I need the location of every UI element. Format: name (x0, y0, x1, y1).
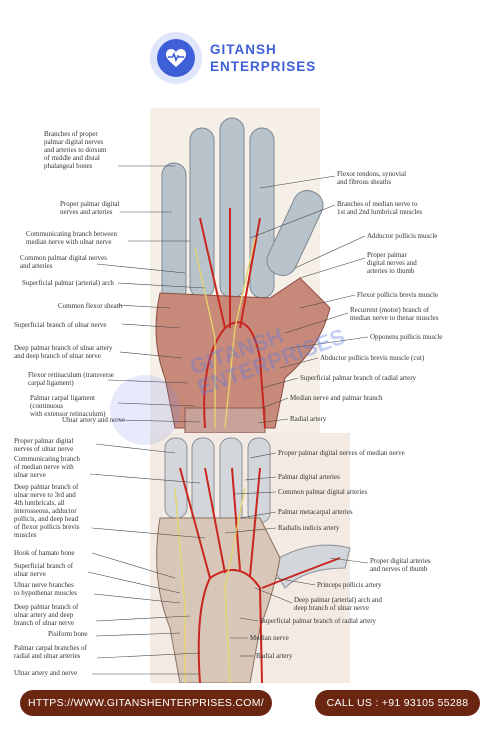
label-palmar-metacarpal: Palmar metacarpal arteries (278, 508, 353, 516)
label-recurrent-motor-branch: Recurrent (motor) branch of median nerve… (350, 306, 439, 322)
brand-name-line2: ENTERPRISES (210, 59, 317, 74)
footer-bar: HTTPS://WWW.GITANSHENTERPRISES.COM/ CALL… (0, 690, 492, 720)
brand-name-line1: GITANSH (210, 42, 277, 57)
label-flexor-tendons: Flexor tendons, synovial and fibrous she… (337, 170, 407, 186)
label-proper-palmar-ulnar: Proper palmar digital nerves of ulnar ne… (14, 437, 74, 453)
label-branches-median-lumbrical: Branches of median nerve to 1st and 2nd … (337, 200, 423, 216)
call-button[interactable]: CALL US : +91 93105 55288 (315, 690, 480, 716)
label-branches-proper-palmar: Branches of proper palmar digital nerves… (44, 130, 107, 170)
label-flexor-pollicis-brevis: Flexor pollicis brevis muscle (357, 291, 439, 299)
heartbeat-icon (157, 39, 195, 77)
label-flexor-retinaculum: Flexor retinaculum (transverse carpal li… (28, 371, 114, 387)
watermark-badge (110, 375, 180, 445)
anatomy-plates: Branches of proper palmar digital nerves… (0, 108, 492, 683)
label-superficial-palmar-radial: Superficial palmar branch of radial arte… (300, 374, 417, 382)
logo-badge (150, 32, 202, 84)
label-superficial-branch-ulnar-lower: Superficial branch of ulnar nerve (14, 562, 74, 578)
hand-illustration (87, 108, 369, 683)
label-common-flexor-sheath: Common flexor sheath (58, 302, 123, 310)
label-proper-palmar-thumb: Proper palmar digital nerves and arterie… (367, 251, 417, 275)
label-superficial-branch-ulnar: Superficial branch of ulnar nerve (14, 321, 107, 329)
label-ulnar-artery-nerve-lower: Ulnar artery and nerve (14, 669, 78, 677)
label-proper-palmar-digital: Proper palmar digital nerves and arterie… (60, 200, 120, 216)
label-palmar-carpal-branches: Palmar carpal branches of radial and uln… (14, 644, 87, 660)
label-radial-artery-upper: Radial artery (290, 415, 327, 423)
label-common-palmar-digital-arteries: Common palmar digital arteries (278, 488, 368, 496)
label-radial-artery-lower: Radial artery (256, 652, 293, 660)
label-communicating-branch: Communicating branch between median nerv… (26, 230, 117, 246)
lower-hand-drawing (150, 433, 351, 683)
label-ulnar-artery-nerve-upper: Ulnar artery and nerve (62, 416, 126, 424)
label-deep-palmar-arch: Deep palmar (arterial) arch and deep bra… (294, 596, 382, 612)
upper-hand-drawing (150, 108, 331, 434)
brand-logo: GITANSH ENTERPRISES (150, 30, 340, 86)
label-median-nerve-lower: Median nerve (250, 634, 289, 642)
label-proper-digital-thumb: Proper digital arteries and nerves of th… (370, 557, 431, 573)
label-hook-of-hamate: Hook of hamate bone (14, 549, 75, 557)
label-superficial-palmar-radial-lower: Superficial palmar branch of radial arte… (260, 617, 377, 625)
label-opponens-pollicis: Opponens pollicis muscle (370, 333, 443, 341)
label-ulnar-hypothenar: Ulnar nerve branches to hypothenar muscl… (14, 581, 77, 597)
label-pisiform: Pisiform bone (48, 630, 88, 638)
label-deep-palmar-ulnar-lumbricals: Deep palmar branch of ulnar nerve to 3rd… (14, 483, 80, 539)
label-palmar-carpal-ligament: Palmar carpal ligament (continuous with … (30, 394, 106, 418)
label-proper-palmar-median: Proper palmar digital nerves of median n… (278, 449, 405, 457)
label-median-nerve-palmar: Median nerve and palmar branch (290, 394, 383, 402)
label-adductor-pollicis: Adductor pollicis muscle (367, 232, 438, 240)
label-radialis-indicis: Radialis indicis artery (278, 524, 340, 532)
label-communicating-median: Communicating branch of median nerve wit… (14, 455, 80, 479)
label-princeps-pollicis: Princeps pollicis artery (317, 581, 382, 589)
label-abductor-pollicis-brevis: Abductor pollicis brevis muscle (cut) (320, 354, 425, 362)
label-deep-palmar-branch: Deep palmar branch of ulnar artery and d… (14, 344, 113, 360)
label-common-palmar-digital: Common palmar digital nerves and arterie… (20, 254, 107, 270)
label-palmar-digital-arteries: Palmar digital arteries (278, 473, 340, 481)
label-deep-palmar-ulnar-artery: Deep palmar branch of ulnar artery and d… (14, 603, 79, 627)
website-link[interactable]: HTTPS://WWW.GITANSHENTERPRISES.COM/ (20, 690, 272, 716)
label-superficial-palmar-arch: Superficial palmar (arterial) arch (22, 279, 114, 287)
